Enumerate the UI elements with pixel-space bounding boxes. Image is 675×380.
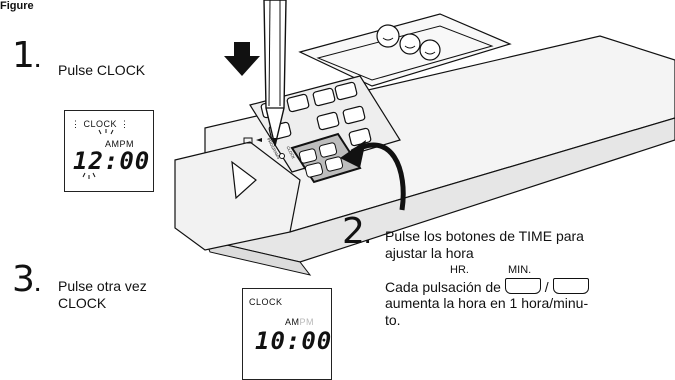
hr-button-icon — [504, 278, 541, 294]
step-3: 3. — [12, 262, 40, 298]
lcd-1-time: 12:00 — [73, 147, 151, 175]
info-line-1: Cada pulsación de / — [385, 278, 589, 296]
blink-lines-icon — [82, 129, 114, 179]
stylus-pen-icon — [263, 0, 287, 147]
lcd-1-am: AM — [105, 139, 120, 149]
info-separator: / — [544, 279, 549, 295]
step-3-line-1: Pulse otra vez — [58, 278, 147, 294]
step-3-number: 3 — [12, 259, 35, 300]
step-3-dot: . — [34, 274, 41, 296]
lcd-2-pm: PM — [299, 317, 314, 327]
figure-label: Figure — [0, 0, 34, 12]
min-button-icon — [552, 278, 589, 294]
step-2-line-1: Pulse los botones de TIME para — [385, 228, 584, 244]
blink-mark-icon: ⋮ — [71, 119, 81, 129]
info-prefix: Cada pulsación de — [385, 279, 501, 295]
step-1-text: Pulse CLOCK — [58, 62, 146, 78]
lcd-1-ampm: AMPM — [105, 139, 134, 149]
step-2-number: 2 — [342, 211, 365, 252]
remote-control-illustration — [174, 13, 675, 276]
lcd-display-1: ⋮ CLOCK ⋮ AMPM 12:00 — [64, 110, 154, 192]
step-1-number: 1 — [12, 35, 35, 76]
battery-icon — [243, 137, 253, 144]
blink-mark-icon: ⋮ — [120, 119, 130, 129]
lcd-1-pm: PM — [119, 139, 134, 149]
step-2: 2. — [342, 214, 370, 250]
lcd-2-am: AM — [285, 317, 300, 327]
lcd-1-clock-label: ⋮ CLOCK ⋮ — [71, 119, 130, 130]
step-2-dot: . — [364, 226, 371, 248]
info-line-2: aumenta la hora en 1 hora/minu- — [385, 295, 589, 311]
step-3-line-2: CLOCK — [58, 295, 107, 311]
lcd-2-clock-label: CLOCK — [249, 297, 283, 307]
hr-button-label: HR. — [450, 264, 469, 276]
step-1: 1. — [12, 38, 40, 74]
down-arrow-icon — [224, 42, 260, 76]
step-2-line-2: ajustar la hora — [385, 245, 474, 261]
lcd-2-ampm: AMPM — [285, 317, 314, 327]
info-line-3: to. — [385, 312, 401, 328]
lcd-1-clock-text: CLOCK — [83, 119, 118, 129]
min-button-label: MIN. — [508, 264, 532, 276]
lcd-2-time: 10:00 — [255, 327, 333, 355]
lcd-display-2: CLOCK AMPM 10:00 — [242, 288, 332, 380]
step-1-dot: . — [34, 50, 41, 72]
